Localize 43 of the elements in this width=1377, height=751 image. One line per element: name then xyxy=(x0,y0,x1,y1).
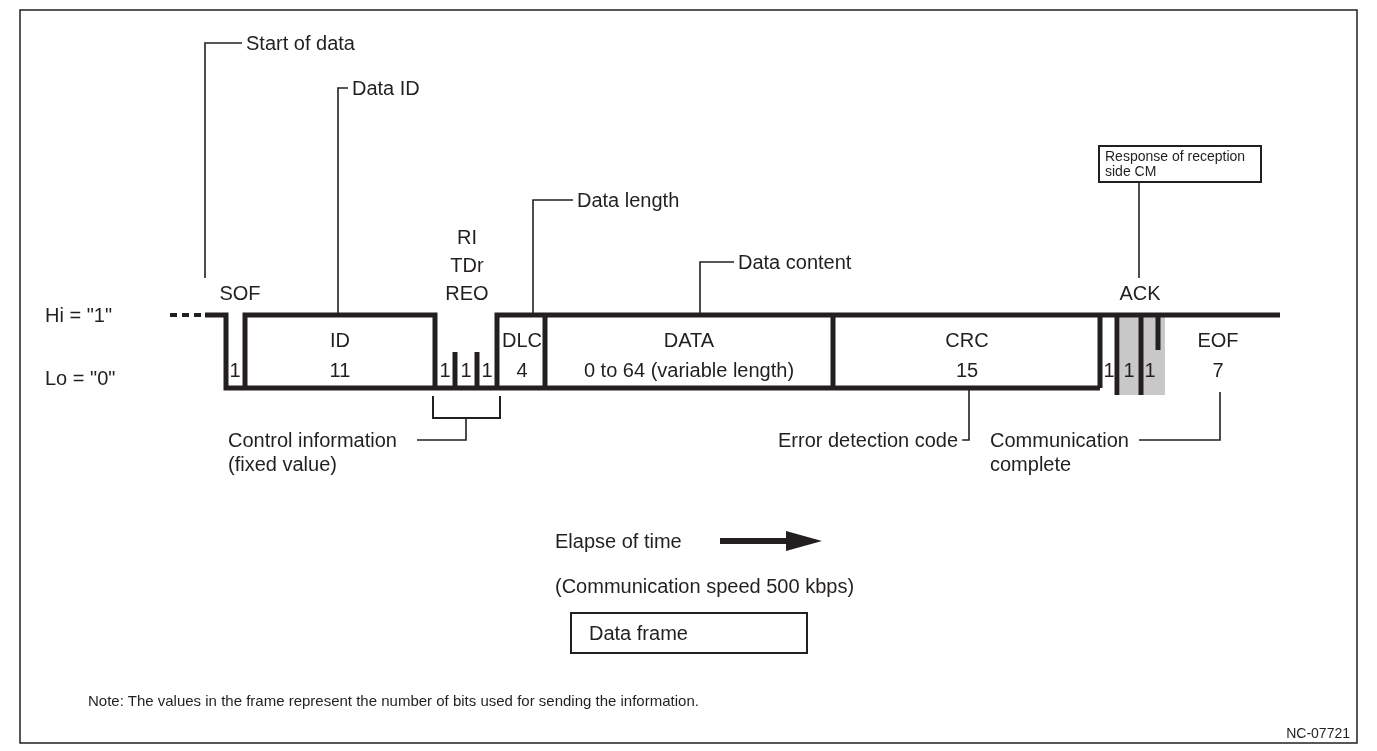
bit-count: 1 xyxy=(229,359,241,381)
callout-text: Control information (fixed value) xyxy=(228,428,413,476)
leader-line xyxy=(961,387,970,441)
callout-text: Data content xyxy=(738,250,852,274)
leader-line xyxy=(532,199,574,316)
leader-line xyxy=(416,417,467,441)
field-label: CRC xyxy=(945,329,989,351)
leader-line xyxy=(204,42,243,279)
bit-count: 1 xyxy=(439,359,451,381)
axis-label: (Communication speed 500 kbps) xyxy=(555,575,855,597)
leader-line xyxy=(1138,391,1221,441)
field-label: ID xyxy=(330,329,350,351)
axis-label: Hi = "1" xyxy=(45,304,112,326)
field-label: DATA xyxy=(663,329,715,351)
callout-text: Communication complete xyxy=(990,428,1135,476)
label-box: Response of reception side CM xyxy=(1098,145,1262,183)
callout-text: Data ID xyxy=(352,76,420,100)
leader-line xyxy=(699,261,735,316)
field-label: ACK xyxy=(1119,282,1161,304)
callout-text: Start of data xyxy=(246,31,355,55)
figure-code: NC-07721 xyxy=(1286,724,1350,743)
callout-text: Data length xyxy=(577,188,680,212)
axis-label: Elapse of time xyxy=(555,530,682,552)
bit-count: 15 xyxy=(955,359,979,381)
bit-count: 0 to 64 (variable length) xyxy=(583,359,795,381)
bit-count: 1 xyxy=(1103,359,1115,381)
leader-line xyxy=(1138,182,1140,279)
bit-count: 4 xyxy=(516,359,528,381)
leader-line xyxy=(337,87,349,316)
axis-label: Lo = "0" xyxy=(45,367,116,389)
bit-count: 1 xyxy=(1144,359,1156,381)
field-label: SOF xyxy=(219,282,261,304)
callout-text: Error detection code xyxy=(778,428,959,452)
bit-count: 1 xyxy=(1123,359,1135,381)
label-box: Data frame xyxy=(570,612,808,654)
field-label: EOF xyxy=(1197,329,1239,351)
bit-count: 1 xyxy=(481,359,493,381)
bit-count: 1 xyxy=(460,359,472,381)
note-text: Note: The values in the frame represent the number of bits used for sending the information. xyxy=(88,691,699,711)
bit-count: 7 xyxy=(1212,359,1224,381)
bit-count: 11 xyxy=(329,359,351,381)
field-label: RI TDr REO xyxy=(445,225,489,306)
field-label: DLC xyxy=(502,329,542,351)
